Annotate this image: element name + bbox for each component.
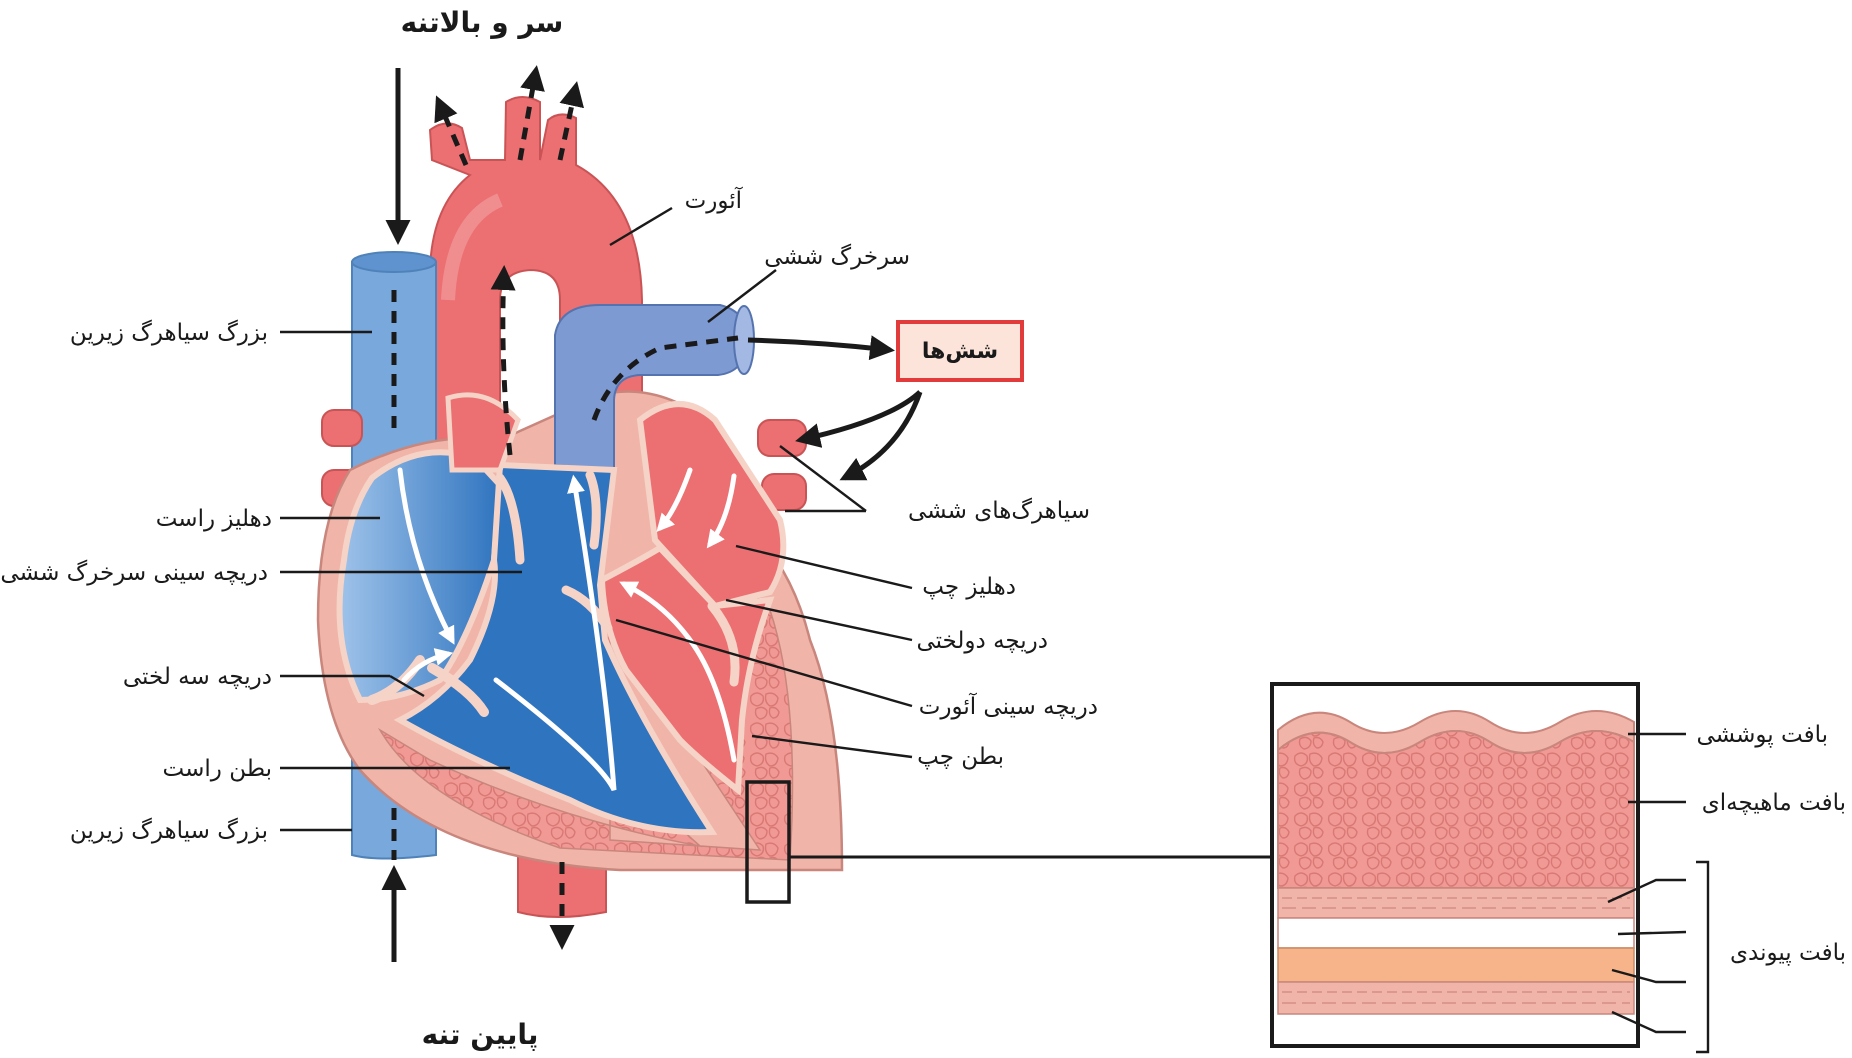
left-atrium-label: دهلیز چپ bbox=[922, 574, 1016, 600]
connective-layer-1 bbox=[1278, 888, 1634, 918]
connective-layer-2 bbox=[1278, 918, 1634, 948]
right-ventricle-label: بطن راست bbox=[163, 756, 272, 782]
pulmonary-veins-label: سیاهرگ‌های ششی bbox=[908, 497, 1090, 524]
heart-illustration bbox=[318, 68, 1272, 962]
epithelial-tissue-label: بافت پوششی bbox=[1696, 722, 1828, 748]
superior-vena-cava-label: بزرگ سیاهرگ زیرین bbox=[70, 319, 268, 346]
aorta-label: آئورت bbox=[685, 186, 744, 214]
connective-layer-3 bbox=[1278, 948, 1634, 982]
lower-body-label: پایین تنه bbox=[422, 1018, 539, 1051]
muscle-tissue-label: بافت ماهیچه‌ای bbox=[1702, 790, 1846, 816]
inferior-vena-cava-label: بزرگ سیاهرگ زیرین bbox=[70, 817, 268, 844]
right-atrium-label: دهلیز راست bbox=[156, 506, 272, 532]
tissue-cross-section: بافت پوششی بافت ماهیچه‌ای بافت پیوندی bbox=[1272, 684, 1846, 1052]
pulmonary-valve-label: دریچه سینی سرخرگ ششی bbox=[0, 559, 268, 586]
tricuspid-valve-label: دریچه سه لختی bbox=[123, 664, 272, 690]
lungs-label: شش‌ها bbox=[922, 339, 998, 364]
muscle-layer bbox=[1278, 731, 1634, 888]
pulmonary-artery-label: سرخرگ ششی bbox=[764, 243, 910, 270]
left-ventricle-label: بطن چپ bbox=[917, 744, 1004, 770]
aortic-valve-label: دریچه سینی آئورت bbox=[919, 692, 1098, 720]
lungs-box: شش‌ها bbox=[898, 322, 1022, 380]
mitral-valve-label: دریچه دولختی bbox=[916, 628, 1048, 654]
connective-tissue-label: بافت پیوندی bbox=[1730, 940, 1846, 966]
head-upper-body-label: سر و بالاتنه bbox=[401, 6, 564, 39]
connective-layer-4 bbox=[1278, 982, 1634, 1014]
